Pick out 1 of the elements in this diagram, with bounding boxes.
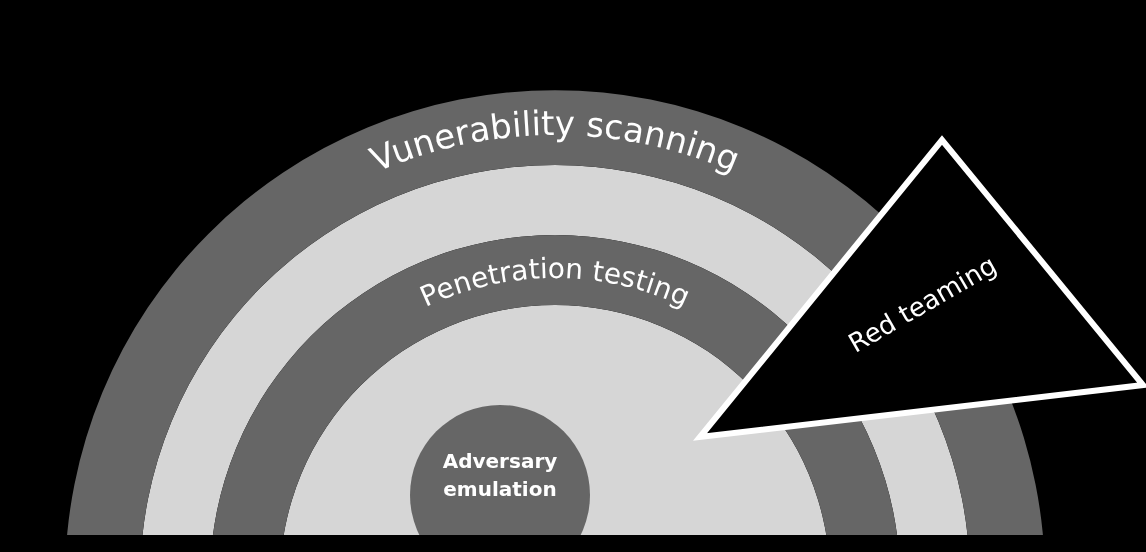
circle-label: Adversary emulation <box>441 448 559 503</box>
